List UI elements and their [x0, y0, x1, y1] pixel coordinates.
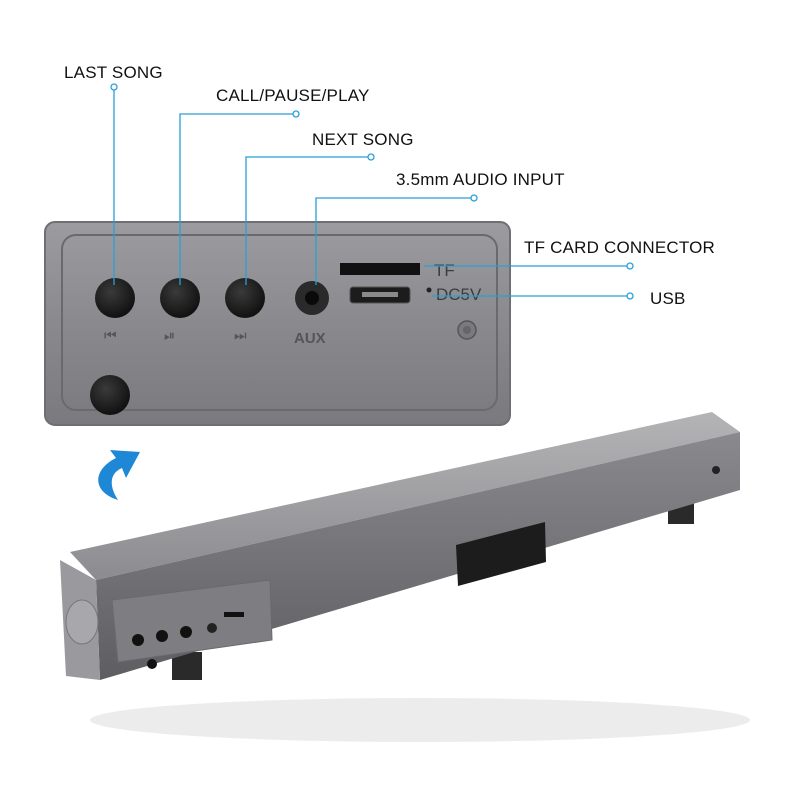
label-next-song: NEXT SONG	[312, 130, 414, 149]
prev-symbol: ⏮	[104, 327, 117, 343]
zoomed-side-panel	[44, 221, 511, 426]
label-call-pause-play: CALL/PAUSE/PLAY	[216, 86, 370, 105]
last-song-button	[95, 278, 135, 318]
label-tf-card-connector: TF CARD CONNECTOR	[524, 238, 716, 257]
call-pause-play-button	[160, 278, 200, 318]
label-audio-input: 3.5mm AUDIO INPUT	[396, 170, 565, 189]
label-usb: USB	[650, 289, 686, 308]
curved-arrow-icon	[98, 450, 140, 500]
aux-marking: AUX	[294, 330, 326, 347]
label-last-song: LAST SONG	[64, 63, 163, 82]
tf-marking: TF	[434, 261, 455, 280]
power-knob	[90, 375, 130, 415]
dc-marking: DC5V	[436, 285, 482, 304]
next-symbol: ⏭	[234, 327, 247, 343]
soundbar-body	[60, 412, 750, 742]
next-song-button	[225, 278, 265, 318]
callout-lines	[113, 87, 630, 297]
tf-card-slot	[340, 263, 420, 275]
play-symbol: ⏯	[164, 327, 175, 343]
